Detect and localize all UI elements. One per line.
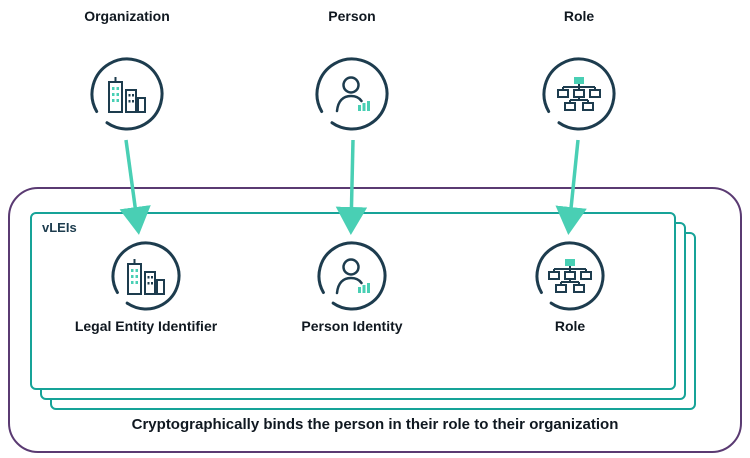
hierarchy-icon xyxy=(535,241,605,311)
building-icon xyxy=(111,241,181,311)
vlei-card-title: vLEIs xyxy=(42,220,77,235)
hierarchy-icon xyxy=(542,57,616,131)
role-item-label: Role xyxy=(554,318,586,334)
binding-caption: Cryptographically binds the person in th… xyxy=(131,416,619,433)
legal-entity-identifier-label: Legal Entity Identifier xyxy=(74,318,218,334)
person-circle xyxy=(314,56,390,132)
legal-entity-circle xyxy=(110,240,182,312)
organization-label: Organization xyxy=(84,8,170,24)
person-identity-circle xyxy=(316,240,388,312)
building-icon xyxy=(90,57,164,131)
role-item-circle xyxy=(534,240,606,312)
person-icon xyxy=(317,241,387,311)
organization-circle xyxy=(89,56,165,132)
person-icon xyxy=(315,57,389,131)
person-identity-label: Person Identity xyxy=(301,318,403,334)
role-label: Role xyxy=(563,8,595,24)
role-circle xyxy=(541,56,617,132)
person-label: Person xyxy=(328,8,376,24)
